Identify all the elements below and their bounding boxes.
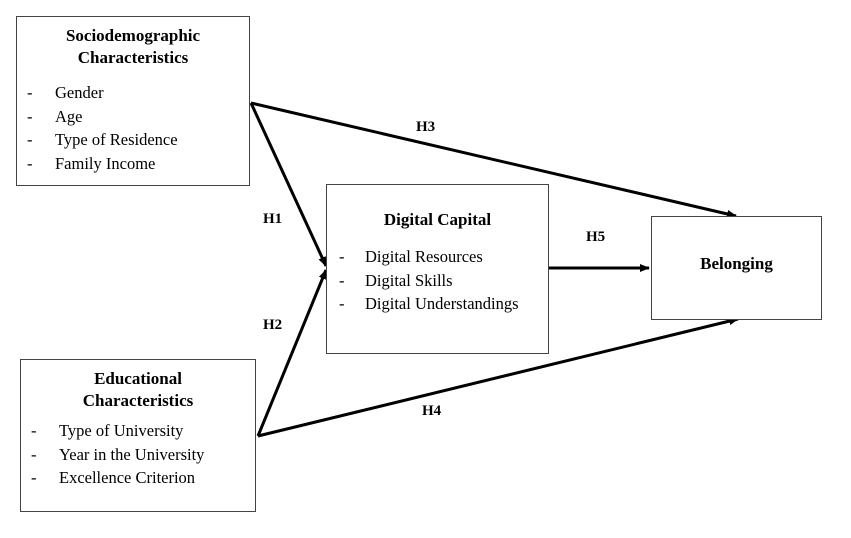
hypothesis-label-h4: H4 [422, 403, 442, 419]
educational-list: -Type of University -Year in the Univers… [21, 419, 255, 490]
educational-title: Educational Characteristics [82, 369, 194, 410]
hypothesis-label-h1: H1 [263, 211, 283, 227]
digital-capital-title: Digital Capital [383, 210, 492, 229]
bullet-dash: - [31, 468, 37, 487]
sociodemographic-list: -Gender -Age -Type of Residence -Family … [17, 81, 249, 175]
bullet-dash: - [27, 106, 33, 126]
digital-capital-box: Digital Capital -Digital Resources -Digi… [326, 184, 549, 354]
arrow-h2 [256, 269, 328, 437]
sociodemographic-title: Sociodemographic Characteristics [65, 26, 201, 67]
list-item: -Type of University [31, 419, 255, 443]
bullet-dash: - [31, 421, 37, 440]
list-item: -Gender [27, 81, 249, 105]
bullet-dash: - [31, 444, 37, 464]
list-item: -Type of Residence [27, 128, 249, 152]
educational-box: Educational Characteristics -Type of Uni… [20, 359, 256, 512]
list-item: -Family Income [27, 152, 249, 176]
arrow-h3 [250, 101, 737, 218]
belonging-box: Belonging [651, 216, 822, 320]
list-item: -Digital Resources [339, 245, 548, 269]
digital-capital-list: -Digital Resources -Digital Skills -Digi… [327, 245, 548, 316]
list-item: -Excellence Criterion [31, 466, 255, 490]
list-item: -Digital Understandings [339, 292, 548, 316]
bullet-dash: - [27, 83, 33, 102]
arrow-h1 [249, 102, 328, 267]
hypothesis-label-h2: H2 [263, 317, 283, 333]
bullet-dash: - [27, 153, 33, 173]
hypothesis-label-h5: H5 [586, 229, 606, 245]
list-item: -Year in the University [31, 443, 255, 467]
sociodemographic-box: Sociodemographic Characteristics -Gender… [16, 16, 250, 186]
bullet-dash: - [339, 247, 345, 266]
hypothesis-label-h3: H3 [416, 119, 436, 135]
belonging-title: Belonging [700, 254, 773, 273]
arrow-h4 [257, 317, 739, 438]
list-item: -Age [27, 105, 249, 129]
bullet-dash: - [27, 130, 33, 149]
bullet-dash: - [339, 294, 345, 313]
list-item: -Digital Skills [339, 269, 548, 293]
bullet-dash: - [339, 270, 345, 290]
